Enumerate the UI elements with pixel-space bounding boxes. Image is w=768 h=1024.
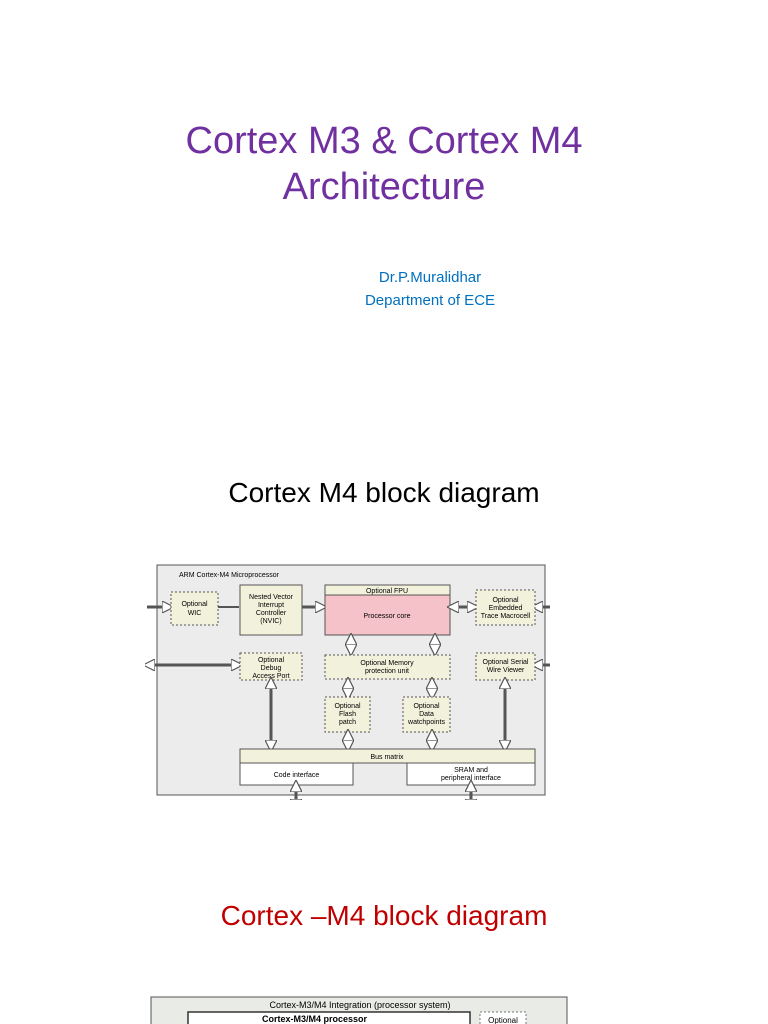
flash-label-3: patch xyxy=(339,719,356,726)
processor-box-label: Cortex-M3/M4 processor xyxy=(262,1014,368,1024)
title-line-1: Cortex M3 & Cortex M4 xyxy=(185,120,583,162)
debug-label-2: Debug xyxy=(261,665,282,672)
sram-interface-label-1: SRAM and xyxy=(454,767,488,774)
mpu-label-1: Optional Memory xyxy=(360,660,414,667)
processor-core-block xyxy=(324,594,451,636)
processor-box xyxy=(187,1011,471,1024)
watch-label-1: Optional xyxy=(413,703,440,710)
slide3-title: Cortex –M4 block diagram xyxy=(220,900,548,931)
optional-box-label: Optional xyxy=(488,1016,518,1024)
mpu-block xyxy=(324,654,451,680)
data-watchpoints-block xyxy=(402,696,451,733)
title-line-2: Architecture xyxy=(282,166,486,208)
flash-label-1: Optional xyxy=(334,703,361,710)
slide2-title: Cortex M4 block diagram xyxy=(228,477,540,508)
slide1-title: Cortex M3 & Cortex M4 Architecture xyxy=(0,118,768,210)
bus-matrix-label: Bus matrix xyxy=(370,754,404,761)
swv-label-1: Optional Serial xyxy=(483,659,529,666)
swv-label-2: Wire Viewer xyxy=(487,667,525,674)
nvic-block xyxy=(239,584,303,636)
wic-label-2: WIC xyxy=(188,610,202,617)
processor-core-label: Processor core xyxy=(363,613,410,620)
fpu-label: Optional FPU xyxy=(366,588,408,595)
optional-box xyxy=(479,1011,527,1024)
cortex-m4-integration-diagram: Cortex-M3/M4 Integration (processor syst… xyxy=(150,996,568,1024)
flash-label-2: Flash xyxy=(339,711,356,718)
nvic-label-3: Controller xyxy=(256,610,287,617)
outer-label: ARM Cortex-M4 Microprocessor xyxy=(179,572,280,579)
nvic-label-1: Nested Vector xyxy=(249,594,294,601)
mpu-label-2: protection unit xyxy=(365,668,409,675)
integration-header: Cortex-M3/M4 Integration (processor syst… xyxy=(269,1000,450,1010)
author-name: Dr.P.Muralidhar xyxy=(378,269,482,286)
wic-label-1: Optional xyxy=(181,601,208,608)
sram-interface-label-2: peripheral interface xyxy=(441,775,501,782)
bus-matrix-block xyxy=(239,748,536,764)
etm-label-1: Optional xyxy=(492,597,519,604)
serial-wire-viewer-block xyxy=(475,652,536,681)
watch-label-3: watchpoints xyxy=(407,719,445,726)
author-department: Department of ECE xyxy=(364,292,496,309)
nvic-label-2: Interrupt xyxy=(258,602,284,609)
author-block: Dr.P.Muralidhar Department of ECE xyxy=(300,266,560,312)
code-interface-label: Code interface xyxy=(274,772,320,779)
debug-label-1: Optional xyxy=(258,657,285,664)
nvic-label-4: (NVIC) xyxy=(260,618,281,625)
wic-block xyxy=(170,591,219,626)
etm-block xyxy=(475,589,536,626)
watch-label-2: Data xyxy=(419,711,434,718)
flash-patch-block xyxy=(324,696,371,733)
etm-label-2: Embedded xyxy=(489,605,523,612)
etm-label-3: Trace Macrocell xyxy=(481,613,531,620)
cortex-m4-block-diagram: ARM Cortex-M4 Microprocessor Optional WI… xyxy=(145,564,550,800)
debug-label-3: Access Port xyxy=(252,673,289,680)
